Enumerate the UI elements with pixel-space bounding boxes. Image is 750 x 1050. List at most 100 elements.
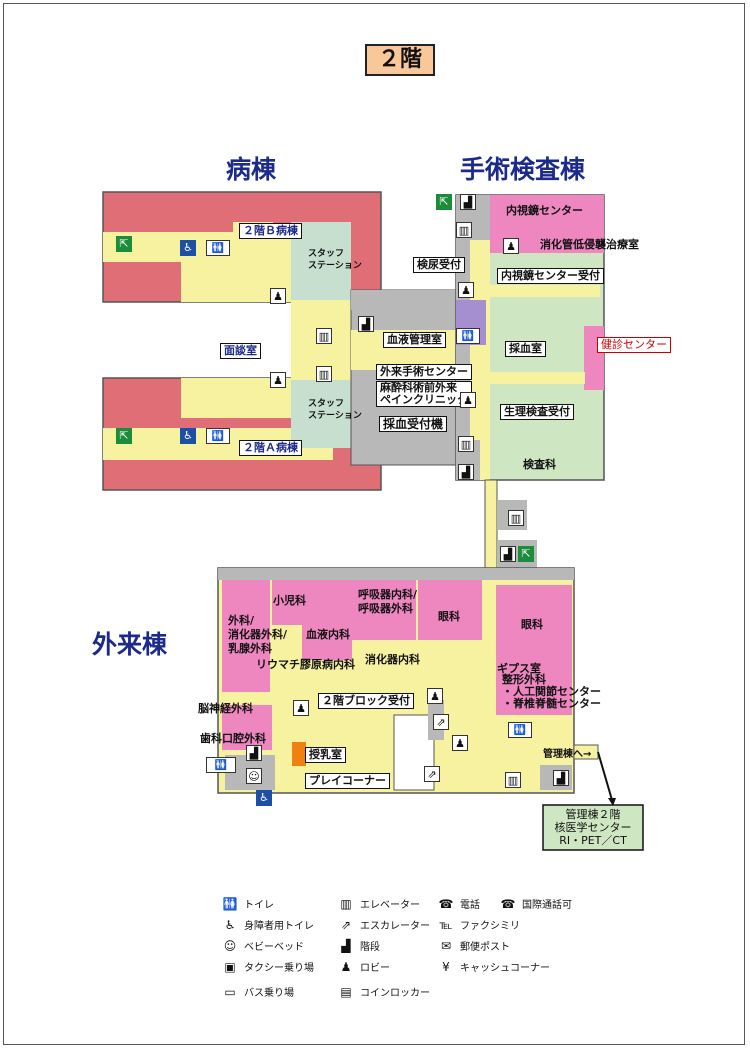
floor-title: ２階 (365, 44, 435, 76)
blood-collection-room: 採血室 (505, 341, 546, 357)
ward-2a-label: ２階Ａ病棟 (239, 440, 302, 456)
legend-item: ☺ ベビーベッド (222, 938, 304, 953)
elevator-icon: ▥ (316, 328, 332, 344)
rheum-collagen: リウマチ膠原病内科 (256, 658, 355, 671)
elevator-icon: ▥ (316, 366, 332, 382)
legend-label: ベビーベッド (244, 942, 304, 953)
nursing-room: 授乳室 (305, 747, 346, 763)
endoscopy-reception: 内視鏡センター受付 (497, 268, 604, 284)
legend-label: キャッシュコーナー (460, 963, 550, 974)
lobby-icon: ♟ (460, 392, 476, 408)
toilet-icon: 🚻 (206, 428, 230, 444)
block2-reception: ２階ブロック受付 (318, 693, 414, 709)
ward-b-wing (102, 191, 382, 304)
legend-item: ✉郵便ポスト (438, 938, 510, 953)
staff-station-b: スタッフ ステーション (308, 249, 362, 271)
hematology: 血液内科 (306, 628, 350, 641)
toilet-icon: 🚻 (206, 757, 236, 773)
physio-reception: 生理検査受付 (500, 404, 574, 420)
bus-icon: ▭ (224, 985, 236, 999)
otolaryngology: 眼科 (521, 618, 543, 631)
legend-label: ファクシミリ (460, 921, 520, 932)
health-center: 健診センター (597, 337, 671, 353)
ward-a-wing (102, 377, 382, 491)
play-corner: プレイコーナー (305, 773, 390, 789)
baby-bed-icon: ☺ (223, 939, 237, 953)
stairs-icon: ▟ (460, 194, 476, 210)
anesthesia-pain: 麻酔科術前外来 ペインクリニック (376, 381, 472, 407)
cash-corner-icon: ¥ (442, 960, 450, 974)
blood-reception: 採血受付機 (379, 416, 448, 432)
legend-label: 郵便ポスト (460, 942, 510, 953)
legend-label: 階段 (360, 942, 380, 953)
legend-label: 電話 (460, 900, 480, 911)
elevator-icon: ▥ (505, 772, 521, 788)
outpatient-surgery: 外来手術センター (376, 364, 472, 380)
phone-icon: ☎ (438, 897, 454, 911)
legend-label: 国際通話可 (522, 900, 572, 911)
to-admin: 管理棟へ→ (543, 749, 592, 760)
elevator-icon: ▥ (508, 510, 524, 526)
locker-icon: ▤ (340, 985, 352, 999)
toilet-icon: 🚻 (508, 722, 532, 738)
stairs-icon: ▟ (246, 745, 262, 761)
accessible-toilet-icon: ♿ (224, 918, 236, 932)
stairs-icon: ▟ (553, 770, 569, 786)
legend-label: ロビー (360, 963, 390, 974)
orthopedics: 整形外科 ・人工関節センター ・脊椎脊髄センター (502, 673, 601, 710)
elevator-icon: ▥ (456, 222, 472, 238)
legend-item: ¥ キャッシュコーナー (438, 959, 550, 974)
escalator-icon: ⇗ (340, 918, 352, 932)
lobby-icon: ♟ (452, 735, 468, 751)
ward-2b-label: ２階Ｂ病棟 (239, 223, 302, 239)
lobby-icon: ♟ (270, 288, 286, 304)
accessible-toilet-icon: ♿ (256, 790, 272, 806)
building-label-outpatient: 外来棟 (92, 630, 168, 659)
legend-item: ▣タクシー乗り場 (222, 959, 314, 974)
exit-icon: ⇱ (116, 236, 132, 252)
stairs-icon: ▟ (358, 316, 374, 332)
building-label-ward: 病棟 (226, 155, 277, 184)
legend-label: タクシー乗り場 (244, 963, 314, 974)
admin-box (542, 804, 644, 851)
exit-icon: ⇱ (518, 546, 534, 562)
endoscopy-center: 内視鏡センター (506, 204, 583, 217)
exit-icon: ⇱ (436, 194, 452, 210)
legend-label: コインロッカー (360, 988, 430, 999)
staff-station-a: スタッフ ステーション (308, 399, 362, 421)
fax-icon: ℡ (439, 918, 453, 932)
baby-bed-icon: ☺ (246, 768, 262, 784)
accessible-toilet-icon: ♿ (180, 240, 196, 256)
exam-reception: 検尿受付 (413, 257, 465, 273)
legend-item: ▟ 階段 (338, 938, 380, 953)
toilet-icon: 🚻 (206, 240, 230, 256)
lobby-icon: ♟ (503, 238, 519, 254)
toilet-icon: 🚻 (222, 897, 238, 911)
neurosurgery: 脳神経外科 (198, 702, 253, 715)
accessible-toilet-icon: ♿ (180, 428, 196, 444)
elevator-icon: ▥ (458, 436, 474, 452)
legend-item: ▭ バス乗り場 (222, 984, 294, 999)
dental: 歯科口腔外科 (200, 732, 266, 745)
lobby-icon: ♟ (458, 282, 474, 298)
outpatient-building (217, 567, 599, 794)
stairs-icon: ▟ (341, 939, 351, 953)
building-label-surgery: 手術検査棟 (460, 155, 586, 184)
surgery-gi-breast: 外科/ 消化器外科/ 乳腺外科 (228, 614, 288, 655)
page-frame (3, 3, 745, 1045)
lobby-icon: ♟ (340, 960, 352, 974)
lobby-icon: ♟ (427, 688, 443, 704)
legend-label: エレベーター (360, 900, 420, 911)
elevator-icon: ▥ (340, 897, 352, 911)
admin-arrow (597, 751, 613, 801)
admin-box-label: 管理棟２階 核医学センター RI・PET／CT (554, 808, 632, 847)
stairs-icon: ▟ (458, 464, 474, 480)
lobby-icon: ♟ (293, 700, 309, 716)
legend-item: ▥ エレベーター (338, 896, 420, 911)
toilet-icon: 🚻 (456, 328, 480, 344)
blood-mgmt: 血液管理室 (383, 332, 446, 348)
legend-label: バス乗り場 (244, 988, 294, 999)
legend-item: ℡ ファクシミリ (438, 917, 520, 932)
gips-room: ギプス室 (497, 662, 541, 675)
legend-item: ♟ ロビー (338, 959, 390, 974)
